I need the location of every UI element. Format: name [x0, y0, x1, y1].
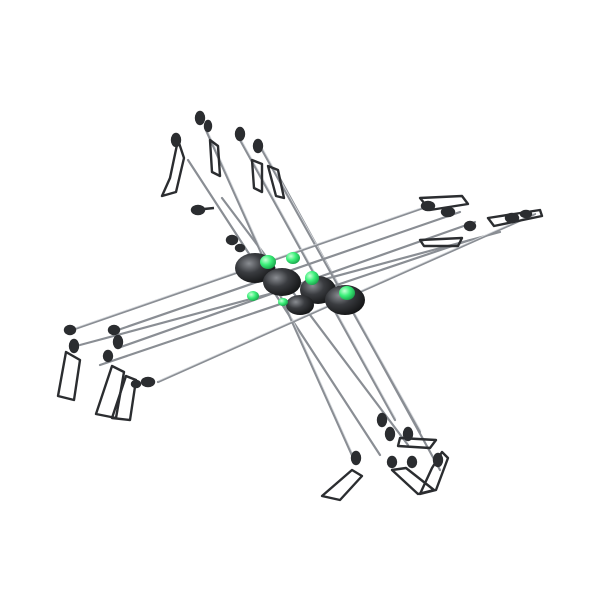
- swivel-cluster-top: [160, 110, 286, 253]
- glow-beads: [247, 252, 355, 306]
- swivel-cluster-left: [56, 324, 156, 422]
- swivel-cluster-right: [418, 194, 544, 248]
- sinker-cluster: [235, 253, 365, 315]
- swivel-cluster-bottom: [320, 412, 450, 502]
